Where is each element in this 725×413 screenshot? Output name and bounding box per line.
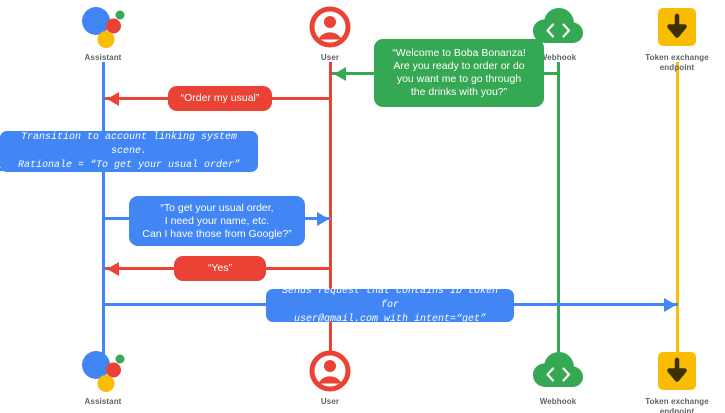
actor-webhook-bottom: Webhook bbox=[498, 348, 618, 407]
arrowhead-yes bbox=[107, 261, 119, 276]
actor-webhook-top: Webhook bbox=[498, 4, 618, 63]
actor-label-token-endpoint: Token exchange endpoint bbox=[645, 53, 709, 72]
actor-assistant-bottom: Assistant bbox=[43, 348, 163, 407]
actor-token-endpoint-top: Token exchange endpoint bbox=[617, 4, 725, 73]
message-bubble-sends-request: Sends request that contains ID token for… bbox=[266, 286, 514, 325]
google-assistant-icon bbox=[43, 348, 163, 394]
actor-label-assistant: Assistant bbox=[84, 397, 122, 406]
actor-label-user: User bbox=[320, 397, 340, 406]
message-bubble-welcome: “Welcome to Boba Bonanza! Are you ready … bbox=[374, 39, 544, 107]
actor-assistant-top: Assistant bbox=[43, 4, 163, 63]
google-assistant-icon bbox=[43, 4, 163, 50]
actor-label-webhook: Webhook bbox=[539, 397, 577, 406]
actor-user-bottom: User bbox=[270, 348, 390, 407]
arrowhead-need-your-name bbox=[317, 211, 329, 226]
actor-user-top: User bbox=[270, 4, 390, 63]
lifeline-webhook bbox=[557, 62, 560, 354]
download-box-icon bbox=[617, 4, 725, 50]
lifeline-user bbox=[329, 62, 332, 354]
cloud-code-icon bbox=[498, 348, 618, 394]
lifeline-assistant bbox=[102, 62, 105, 354]
user-avatar-icon bbox=[270, 348, 390, 394]
message-bubble-need-your-name: “To get your usual order, I need your na… bbox=[129, 196, 305, 246]
message-bubble-order-my-usual: “Order my usual” bbox=[168, 86, 272, 111]
download-box-icon bbox=[617, 348, 725, 394]
message-bubble-yes: “Yes” bbox=[174, 256, 266, 281]
message-bubble-transition-scene: Transition to account linking system sce… bbox=[0, 131, 258, 172]
lifeline-token-endpoint bbox=[676, 62, 679, 354]
actor-token-endpoint-bottom: Token exchange endpoint bbox=[617, 348, 725, 413]
actor-label-user: User bbox=[320, 53, 340, 62]
arrowhead-sends-request bbox=[664, 297, 676, 312]
actor-label-assistant: Assistant bbox=[84, 53, 122, 62]
actor-label-webhook: Webhook bbox=[539, 53, 577, 62]
arrowhead-welcome bbox=[334, 66, 346, 81]
user-avatar-icon bbox=[270, 4, 390, 50]
cloud-code-icon bbox=[498, 4, 618, 50]
arrowhead-order-my-usual bbox=[107, 91, 119, 106]
actor-label-token-endpoint: Token exchange endpoint bbox=[645, 397, 709, 413]
